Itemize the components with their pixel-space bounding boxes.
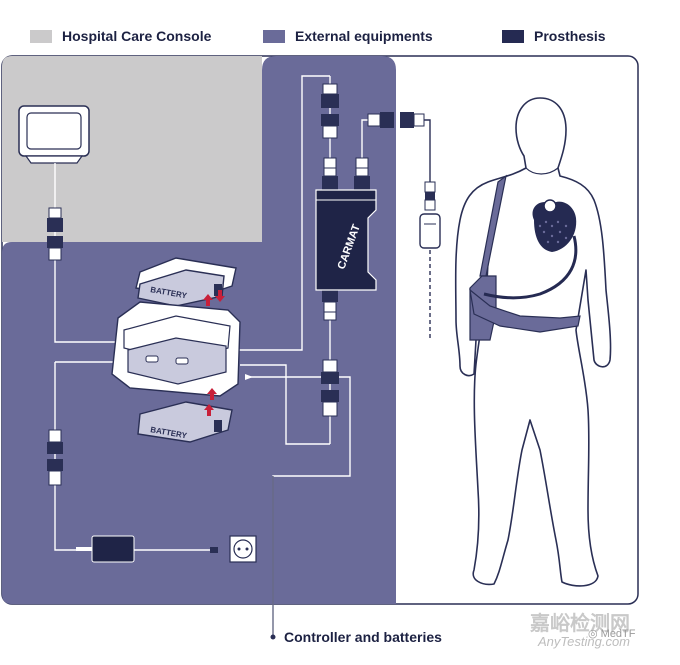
watermark-wechat-label: MedTF [600,628,636,640]
connector-controller-bottom [322,290,338,321]
legend-label-console: Hospital Care Console [62,28,212,44]
controller-dock [111,301,241,397]
driveline-cable [483,235,578,300]
battery-insert-arrows [203,290,225,416]
connector-left-top [47,207,63,261]
hospital-console-area [2,56,262,242]
connector-horizontal [367,112,425,128]
connector-mid-right [321,359,339,417]
connector-top [321,83,339,139]
connector-left-bottom [47,429,63,486]
wechat-icon: ◎ [588,628,601,640]
legend-label-external: External equipments [295,28,433,44]
carry-bag [469,174,581,341]
watermark-main: 嘉峪检测网 [530,611,630,635]
wall-socket [210,535,257,563]
legend-swatch-prosthesis [502,29,524,43]
watermark-sub: AnyTesting.com [538,634,631,649]
legend-item-external: External equipments [263,28,433,44]
power-supply [76,535,135,563]
legend: Hospital Care Console External equipment… [0,28,680,52]
inline-device [419,213,441,249]
watermark-wechat: ◎ MedTF [588,627,636,640]
caption-pointer-dot [270,634,276,640]
legend-item-console: Hospital Care Console [30,28,211,44]
connector-controller-top-left [322,157,338,190]
console-monitor [18,105,90,164]
connector-right-vertical [424,181,436,211]
legend-label-prosthesis: Prosthesis [534,28,606,44]
legend-swatch-console [30,29,52,43]
artificial-heart-prosthesis [532,199,577,252]
legend-item-prosthesis: Prosthesis [502,28,606,44]
arrow-to-controller [245,374,253,380]
legend-swatch-external [263,29,285,43]
carmat-controller: CARMAT [315,189,377,291]
connector-controller-top-right [354,157,370,190]
controller-batteries-caption: Controller and batteries [284,629,442,645]
